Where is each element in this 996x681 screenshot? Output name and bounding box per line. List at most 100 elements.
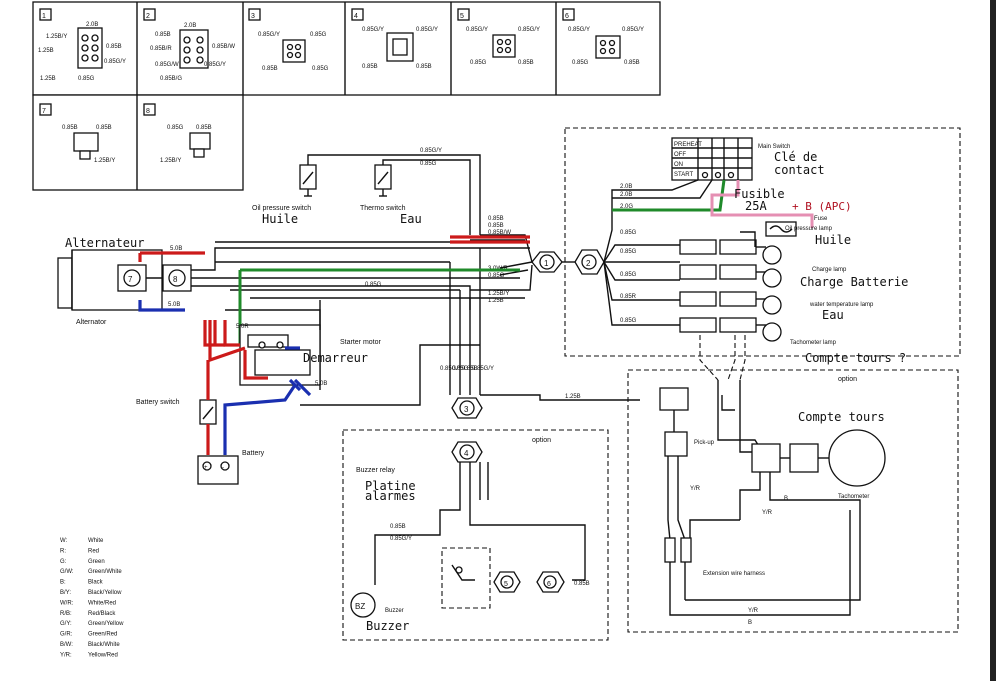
annotation-platine-2: alarmes bbox=[365, 489, 416, 503]
svg-text:Tachometer lamp: Tachometer lamp bbox=[790, 340, 837, 346]
svg-text:0.85G: 0.85G bbox=[620, 318, 637, 324]
svg-text:option: option bbox=[532, 437, 551, 444]
lamp-row-tacho: Tachometer lamp bbox=[679, 317, 837, 346]
legend-desc: Red/Black bbox=[88, 611, 116, 617]
svg-text:3: 3 bbox=[251, 13, 255, 20]
legend-desc: White bbox=[88, 538, 104, 544]
svg-text:0.85G: 0.85G bbox=[310, 32, 327, 38]
svg-text:Oil pressure lamp: Oil pressure lamp bbox=[785, 226, 833, 232]
svg-text:Buzzer relay: Buzzer relay bbox=[356, 467, 395, 474]
svg-text:Oil pressure switch: Oil pressure switch bbox=[252, 205, 311, 212]
tacho-connector-a bbox=[751, 443, 781, 473]
connector-7-block bbox=[117, 264, 147, 292]
legend-code: G/W: bbox=[60, 569, 74, 575]
annotation-fusible-1: Fusible bbox=[734, 187, 785, 201]
svg-text:2.0G: 2.0G bbox=[620, 204, 633, 210]
svg-text:0.85B: 0.85B bbox=[62, 125, 78, 131]
annotation-huile-switch: Huile bbox=[262, 212, 298, 226]
svg-text:Y/R: Y/R bbox=[690, 486, 701, 492]
svg-text:Extension wire harness: Extension wire harness bbox=[703, 571, 765, 577]
annotation-demarreur: Demarreur bbox=[303, 351, 368, 365]
color-legend: W:WhiteR:RedG:GreenG/W:Green/WhiteB:Blac… bbox=[60, 538, 124, 658]
svg-text:0.85G/Y: 0.85G/Y bbox=[568, 27, 590, 33]
svg-text:0.85G: 0.85G bbox=[488, 273, 505, 279]
svg-text:0.85B/W: 0.85B/W bbox=[488, 230, 511, 236]
svg-text:0.85G: 0.85G bbox=[78, 76, 95, 82]
svg-text:8: 8 bbox=[146, 108, 150, 115]
svg-text:Buzzer: Buzzer bbox=[385, 608, 404, 614]
svg-text:0.85G/W: 0.85G/W bbox=[155, 62, 179, 68]
svg-text:1.25B/Y: 1.25B/Y bbox=[94, 158, 115, 164]
tacho-option-box bbox=[627, 369, 959, 633]
svg-text:+: + bbox=[204, 465, 208, 471]
svg-text:2: 2 bbox=[586, 259, 591, 268]
svg-text:0.85B: 0.85B bbox=[574, 581, 590, 587]
legend-desc: Black bbox=[88, 580, 104, 586]
legend-code: R: bbox=[60, 548, 66, 554]
svg-text:0.85B/G: 0.85B/G bbox=[160, 76, 182, 82]
connector-cell-7: 7 0.85B 0.85B 1.25B/Y bbox=[39, 103, 115, 164]
legend-desc: Green/Red bbox=[88, 632, 117, 638]
legend-code: R/B: bbox=[60, 611, 72, 617]
svg-text:1: 1 bbox=[544, 259, 549, 268]
svg-text:option: option bbox=[838, 376, 857, 383]
svg-text:5.0B: 5.0B bbox=[170, 246, 182, 252]
svg-text:6: 6 bbox=[565, 13, 569, 20]
legend-code: B/Y: bbox=[60, 590, 71, 596]
svg-text:3: 3 bbox=[464, 405, 469, 414]
tachometer: Tachometer bbox=[828, 429, 886, 500]
legend-code: G: bbox=[60, 559, 67, 565]
legend-desc: White/Red bbox=[88, 600, 116, 606]
legend-desc: Green bbox=[88, 559, 105, 565]
svg-text:2.0B: 2.0B bbox=[620, 184, 632, 190]
connector-5-hex: 5 bbox=[493, 571, 521, 593]
connector-cell-1: 1 2.0B 1.25B/Y 1.25B 0.85B 0.85G/Y 0.85G… bbox=[38, 8, 126, 82]
svg-text:0.85B: 0.85B bbox=[196, 125, 212, 131]
svg-text:B: B bbox=[748, 620, 752, 626]
thermo-switch: Thermo switch bbox=[360, 164, 406, 212]
svg-text:0.85B/R: 0.85B/R bbox=[150, 46, 172, 52]
svg-text:1.25B/Y: 1.25B/Y bbox=[160, 158, 181, 164]
svg-text:0.85B: 0.85B bbox=[488, 216, 504, 222]
svg-text:2.0B: 2.0B bbox=[184, 23, 196, 29]
svg-text:0.85G: 0.85G bbox=[572, 60, 589, 66]
svg-text:0.85B: 0.85B bbox=[262, 66, 278, 72]
svg-text:0.85B: 0.85B bbox=[416, 64, 432, 70]
battery: + - Battery bbox=[197, 450, 265, 485]
svg-text:0.85G: 0.85G bbox=[452, 366, 469, 372]
connector-cell-4: 4 0.85G/Y 0.85G/Y 0.85B 0.85B bbox=[351, 8, 438, 70]
svg-text:0.85R: 0.85R bbox=[620, 294, 637, 300]
legend-code: B: bbox=[60, 580, 66, 586]
svg-text:5.0R: 5.0R bbox=[236, 324, 249, 330]
svg-text:1.25B/Y: 1.25B/Y bbox=[488, 291, 509, 297]
svg-text:ON: ON bbox=[674, 162, 683, 168]
svg-text:4: 4 bbox=[354, 13, 358, 20]
legend-code: W/R: bbox=[60, 600, 74, 606]
svg-text:0.85B: 0.85B bbox=[488, 223, 504, 229]
annotation-platine-1: Platine bbox=[365, 479, 416, 493]
svg-text:0.85G/Y: 0.85G/Y bbox=[416, 27, 438, 33]
pickup: Pick-up bbox=[659, 387, 715, 457]
annotation-charge-batterie: Charge Batterie bbox=[800, 275, 908, 289]
svg-text:1.25B: 1.25B bbox=[38, 48, 54, 54]
svg-text:7: 7 bbox=[42, 108, 46, 115]
legend-code: Y/R: bbox=[60, 652, 72, 658]
svg-text:8: 8 bbox=[173, 275, 178, 284]
svg-text:Battery: Battery bbox=[242, 450, 265, 457]
svg-text:0.85G/Y: 0.85G/Y bbox=[258, 32, 280, 38]
main-switch: Main Switch PREHEAT OFF ON START bbox=[671, 137, 790, 181]
legend-desc: Black/Yellow bbox=[88, 590, 122, 596]
svg-text:0.85B: 0.85B bbox=[624, 60, 640, 66]
annotation-plus-b: + B (APC) bbox=[792, 200, 852, 213]
svg-text:0.85G/Y: 0.85G/Y bbox=[466, 27, 488, 33]
svg-text:0.85B: 0.85B bbox=[390, 524, 406, 530]
svg-text:2.0B: 2.0B bbox=[620, 192, 632, 198]
svg-text:Thermo switch: Thermo switch bbox=[360, 205, 406, 212]
connector-2-hex: 2 bbox=[574, 249, 605, 275]
oil-pressure-switch: Oil pressure switch bbox=[252, 164, 317, 212]
fuse: Fuse bbox=[765, 216, 828, 237]
connector-cell-8: 8 0.85G 0.85B 1.25B/Y bbox=[143, 103, 212, 164]
lamp-row-water: water temperature lamp bbox=[679, 291, 874, 315]
svg-text:0.85G/Y: 0.85G/Y bbox=[390, 536, 412, 542]
connector-cell-5: 5 0.85G/Y 0.85G/Y 0.85G 0.85B bbox=[457, 8, 540, 66]
